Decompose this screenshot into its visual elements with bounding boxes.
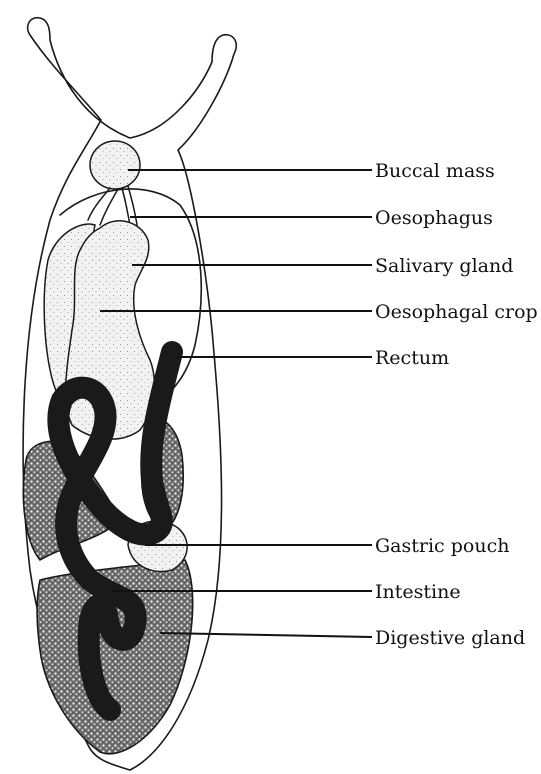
label-rectum: Rectum: [375, 347, 449, 369]
label-digestive-gland: Digestive gland: [375, 627, 525, 649]
label-salivary-gland: Salivary gland: [375, 255, 513, 277]
label-gastric-pouch: Gastric pouch: [375, 535, 509, 557]
label-oesophagus: Oesophagus: [375, 207, 493, 229]
label-oesophagal-crop: Oesophagal crop: [375, 301, 538, 323]
leader-digestive-gland: [160, 633, 372, 637]
buccal-mass-shape: [90, 141, 140, 189]
labels: Buccal mass Oesophagus Salivary gland Oe…: [375, 160, 538, 649]
label-buccal-mass: Buccal mass: [375, 160, 495, 182]
label-intestine: Intestine: [375, 581, 461, 603]
